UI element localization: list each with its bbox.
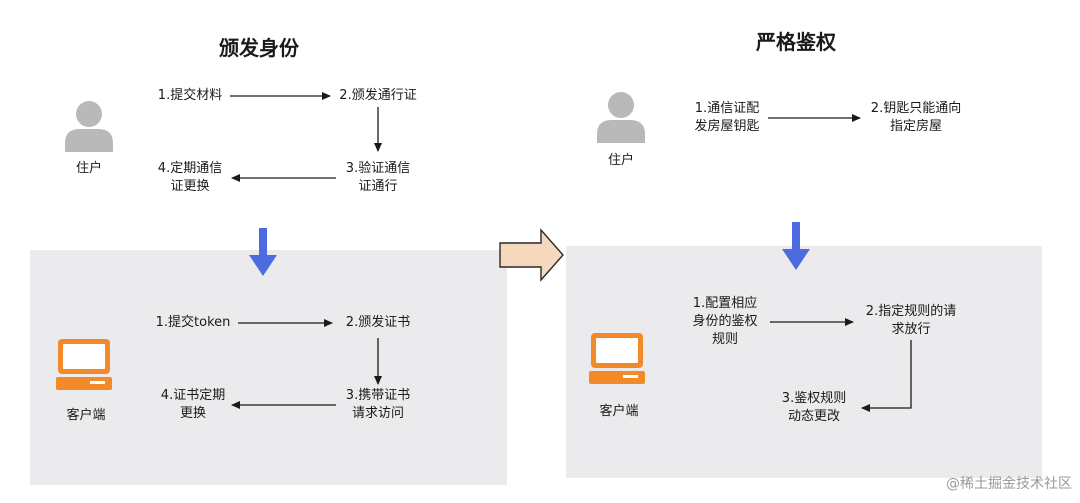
left-bottom-step-3: 3.携带证书 请求访问 [345,388,411,421]
left-laptop-icon [56,339,112,390]
left-bottom-step-1: 1.提交token [155,315,231,330]
right-client-panel [566,246,1042,478]
right-client-label: 客户端 [599,404,639,419]
left-top-step-4: 4.定期通信 证更换 [157,161,223,194]
left-section-title: 颁发身份 [219,36,299,60]
left-client-label: 客户端 [66,408,106,423]
right-tenant-label: 住户 [607,153,635,168]
right-blue-down-arrow [782,222,810,270]
right-top-step-2: 2.钥匙只能通向 指定房屋 [870,101,962,134]
left-top-step-3: 3.验证通信 证通行 [345,161,411,194]
left-tenant-label: 住户 [75,161,103,176]
left-user-icon [65,101,113,152]
left-blue-down-arrow [249,228,277,276]
left-bottom-step-2: 2.颁发证书 [345,315,411,330]
right-laptop-icon [589,333,645,384]
watermark: @稀土掘金技术社区 [946,476,1072,492]
left-top-step-1: 1.提交材料 [157,88,223,103]
left-top-step-2: 2.颁发通行证 [339,88,417,103]
left-bottom-step-4: 4.证书定期 更换 [160,388,226,421]
right-bottom-step-3: 3.鉴权规则 动态更改 [781,391,847,424]
right-bottom-step-2: 2.指定规则的请 求放行 [865,304,957,337]
right-bottom-arrow-2-3 [861,340,912,412]
right-top-step-1: 1.通信证配 发房屋钥匙 [694,101,760,134]
transition-arrow-icon [499,228,564,282]
right-bottom-step-1: 1.配置相应 身份的鉴权 规则 [692,296,758,347]
right-section-title: 严格鉴权 [756,30,836,54]
right-user-icon [597,92,645,143]
